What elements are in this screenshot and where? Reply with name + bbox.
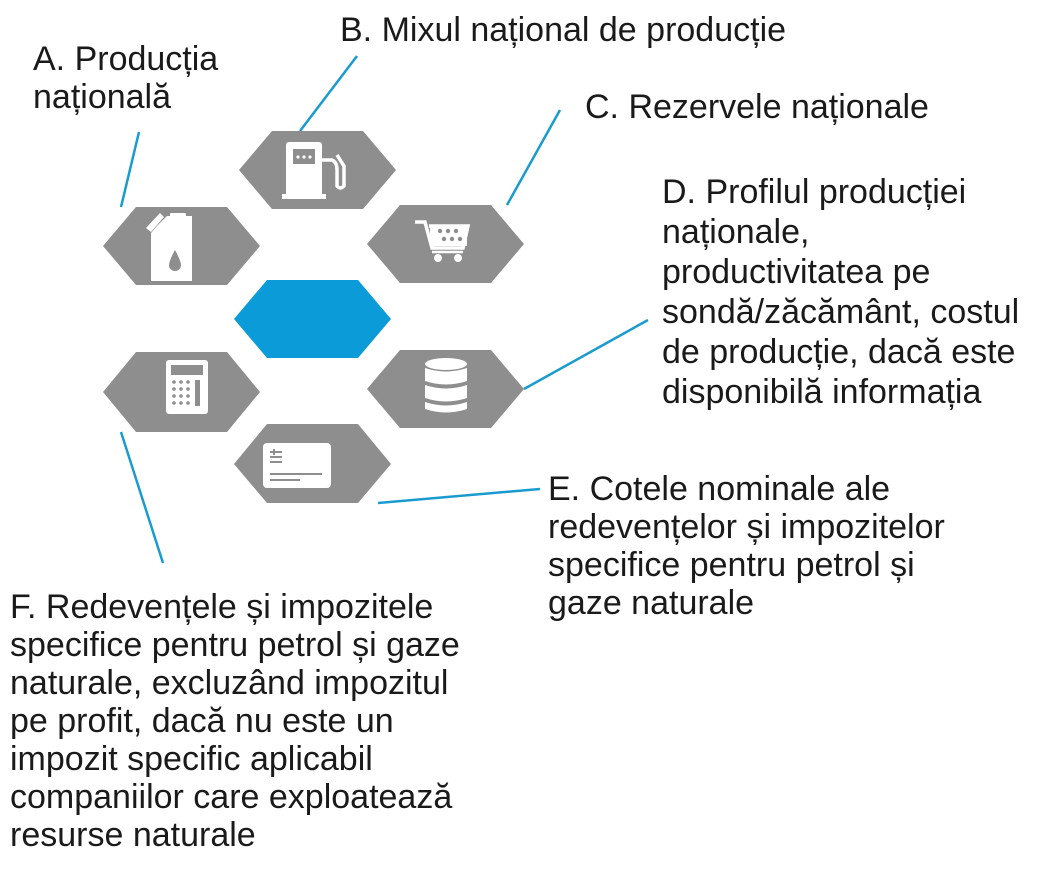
- hex-oil-barrel: [367, 350, 524, 428]
- label-d-profilul-productiei: D. Profilul producției naționale, produc…: [662, 173, 1020, 411]
- label-c-rezervele-nationale: C. Rezervele naționale: [585, 88, 929, 126]
- connector-f: [119, 431, 165, 564]
- oil-barrel-icon: [425, 358, 467, 413]
- label-a-productia-nationala: A. Producția națională: [33, 40, 219, 116]
- connector-d: [523, 318, 649, 391]
- connector-b: [299, 55, 358, 132]
- hex-shopping-cart: [367, 205, 524, 283]
- shopping-cart-icon: [415, 220, 471, 262]
- fuel-pump-icon: [282, 142, 346, 199]
- label-f-redeventele-impozitele: F. Redevențele și impozitele specifice p…: [10, 588, 460, 854]
- hex-fuel-pump: [239, 131, 396, 209]
- connector-c: [505, 109, 562, 206]
- label-b-mixul-national: B. Mixul național de producție: [340, 11, 787, 49]
- connector-a: [119, 131, 141, 208]
- hex-center: [234, 280, 391, 358]
- label-e-cotele-nominale: E. Cotele nominale ale redevențelor și i…: [548, 470, 945, 622]
- hex-calculator: [103, 352, 260, 432]
- hex-document-card: [234, 424, 391, 503]
- hex-oil-canister: [103, 207, 260, 285]
- connector-lines: [119, 55, 649, 564]
- calculator-icon: [166, 360, 208, 414]
- oil-canister-icon: [146, 213, 192, 281]
- document-card-icon: [263, 443, 331, 488]
- connector-e: [377, 487, 541, 505]
